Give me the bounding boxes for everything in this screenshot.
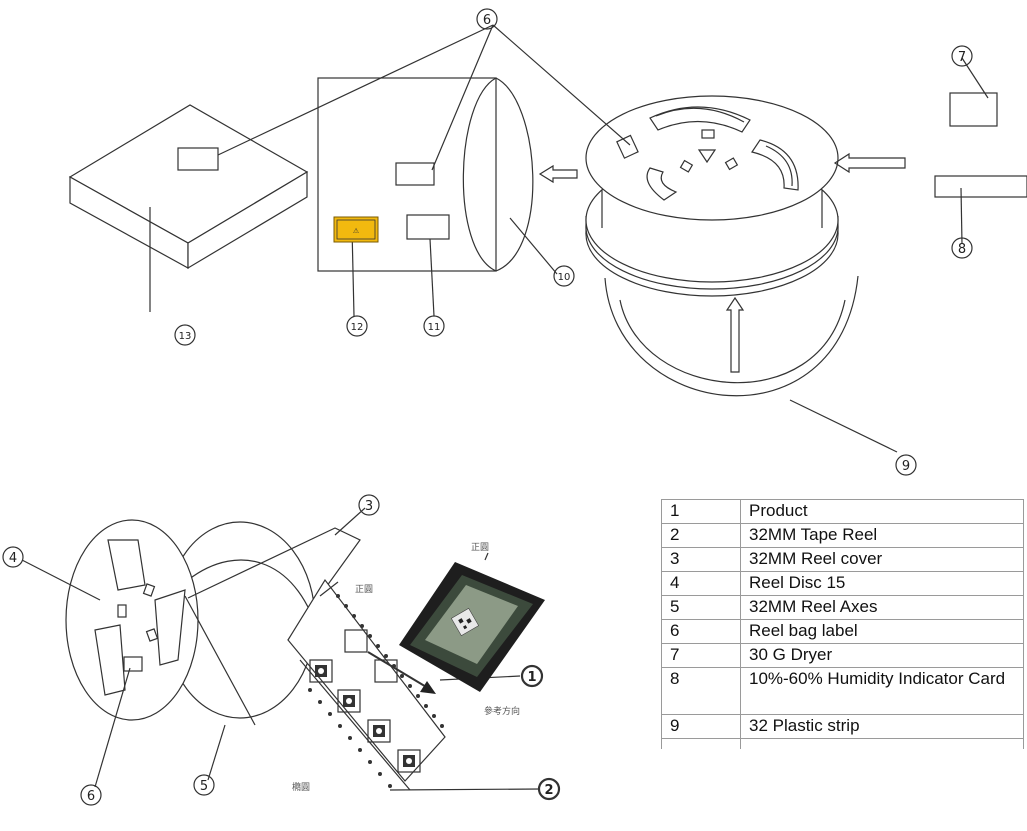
callout-13: 13 xyxy=(179,331,192,342)
part-name: 32 Plastic strip xyxy=(741,715,1024,739)
part-number: 3 xyxy=(662,548,741,572)
part-number: 9 xyxy=(662,715,741,739)
part-name: 30 G Dryer xyxy=(741,644,1024,668)
callout-7: 7 xyxy=(958,50,966,65)
arrow-up-icon xyxy=(727,298,743,372)
warning-icon: ⚠ xyxy=(353,227,360,235)
callout-1: 1 xyxy=(527,670,536,685)
part-name: 10%-60% Humidity Indicator Card xyxy=(741,668,1024,715)
part-name: 32MM Reel cover xyxy=(741,548,1024,572)
callout-6: 6 xyxy=(483,13,491,28)
part-number: 4 xyxy=(662,572,741,596)
arrow-left-icon xyxy=(540,166,577,182)
parts-row-cutoff xyxy=(662,739,1024,750)
esd-warning-label: ⚠ xyxy=(334,217,378,242)
part-name: Reel bag label xyxy=(741,620,1024,644)
annotation-direction: 參考方向 xyxy=(484,705,520,717)
part-name: 32MM Tape Reel xyxy=(741,524,1024,548)
arrow-into-reel-icon xyxy=(835,154,905,172)
part-number: 8 xyxy=(662,668,741,715)
callout-3: 3 xyxy=(365,499,373,514)
part-name: 32MM Reel Axes xyxy=(741,596,1024,620)
callout-6-bottom: 6 xyxy=(87,789,95,804)
part-name: Product xyxy=(741,500,1024,524)
feed-direction-arrow-icon xyxy=(420,681,436,694)
part-number: 1 xyxy=(662,500,741,524)
annotation-round-top: 正圓 xyxy=(471,542,489,553)
humidity-indicator-card xyxy=(935,176,1027,197)
dryer-pack xyxy=(950,93,997,126)
annotation-oval: 橢圓 xyxy=(292,781,310,793)
callout-11: 11 xyxy=(428,322,441,333)
part-number: 6 xyxy=(662,620,741,644)
part-number: 2 xyxy=(662,524,741,548)
callout-9: 9 xyxy=(902,459,910,474)
callout-12: 12 xyxy=(351,322,364,333)
callout-10: 10 xyxy=(558,272,571,283)
callout-4: 4 xyxy=(9,551,17,566)
part-number: 7 xyxy=(662,644,741,668)
part-number: 5 xyxy=(662,596,741,620)
reel-assembly xyxy=(586,96,838,296)
part-name: Reel Disc 15 xyxy=(741,572,1024,596)
callout-5: 5 xyxy=(200,779,208,794)
annotation-round-mid: 正圓 xyxy=(355,584,373,595)
callout-8: 8 xyxy=(958,242,966,257)
callout-2: 2 xyxy=(544,783,553,798)
